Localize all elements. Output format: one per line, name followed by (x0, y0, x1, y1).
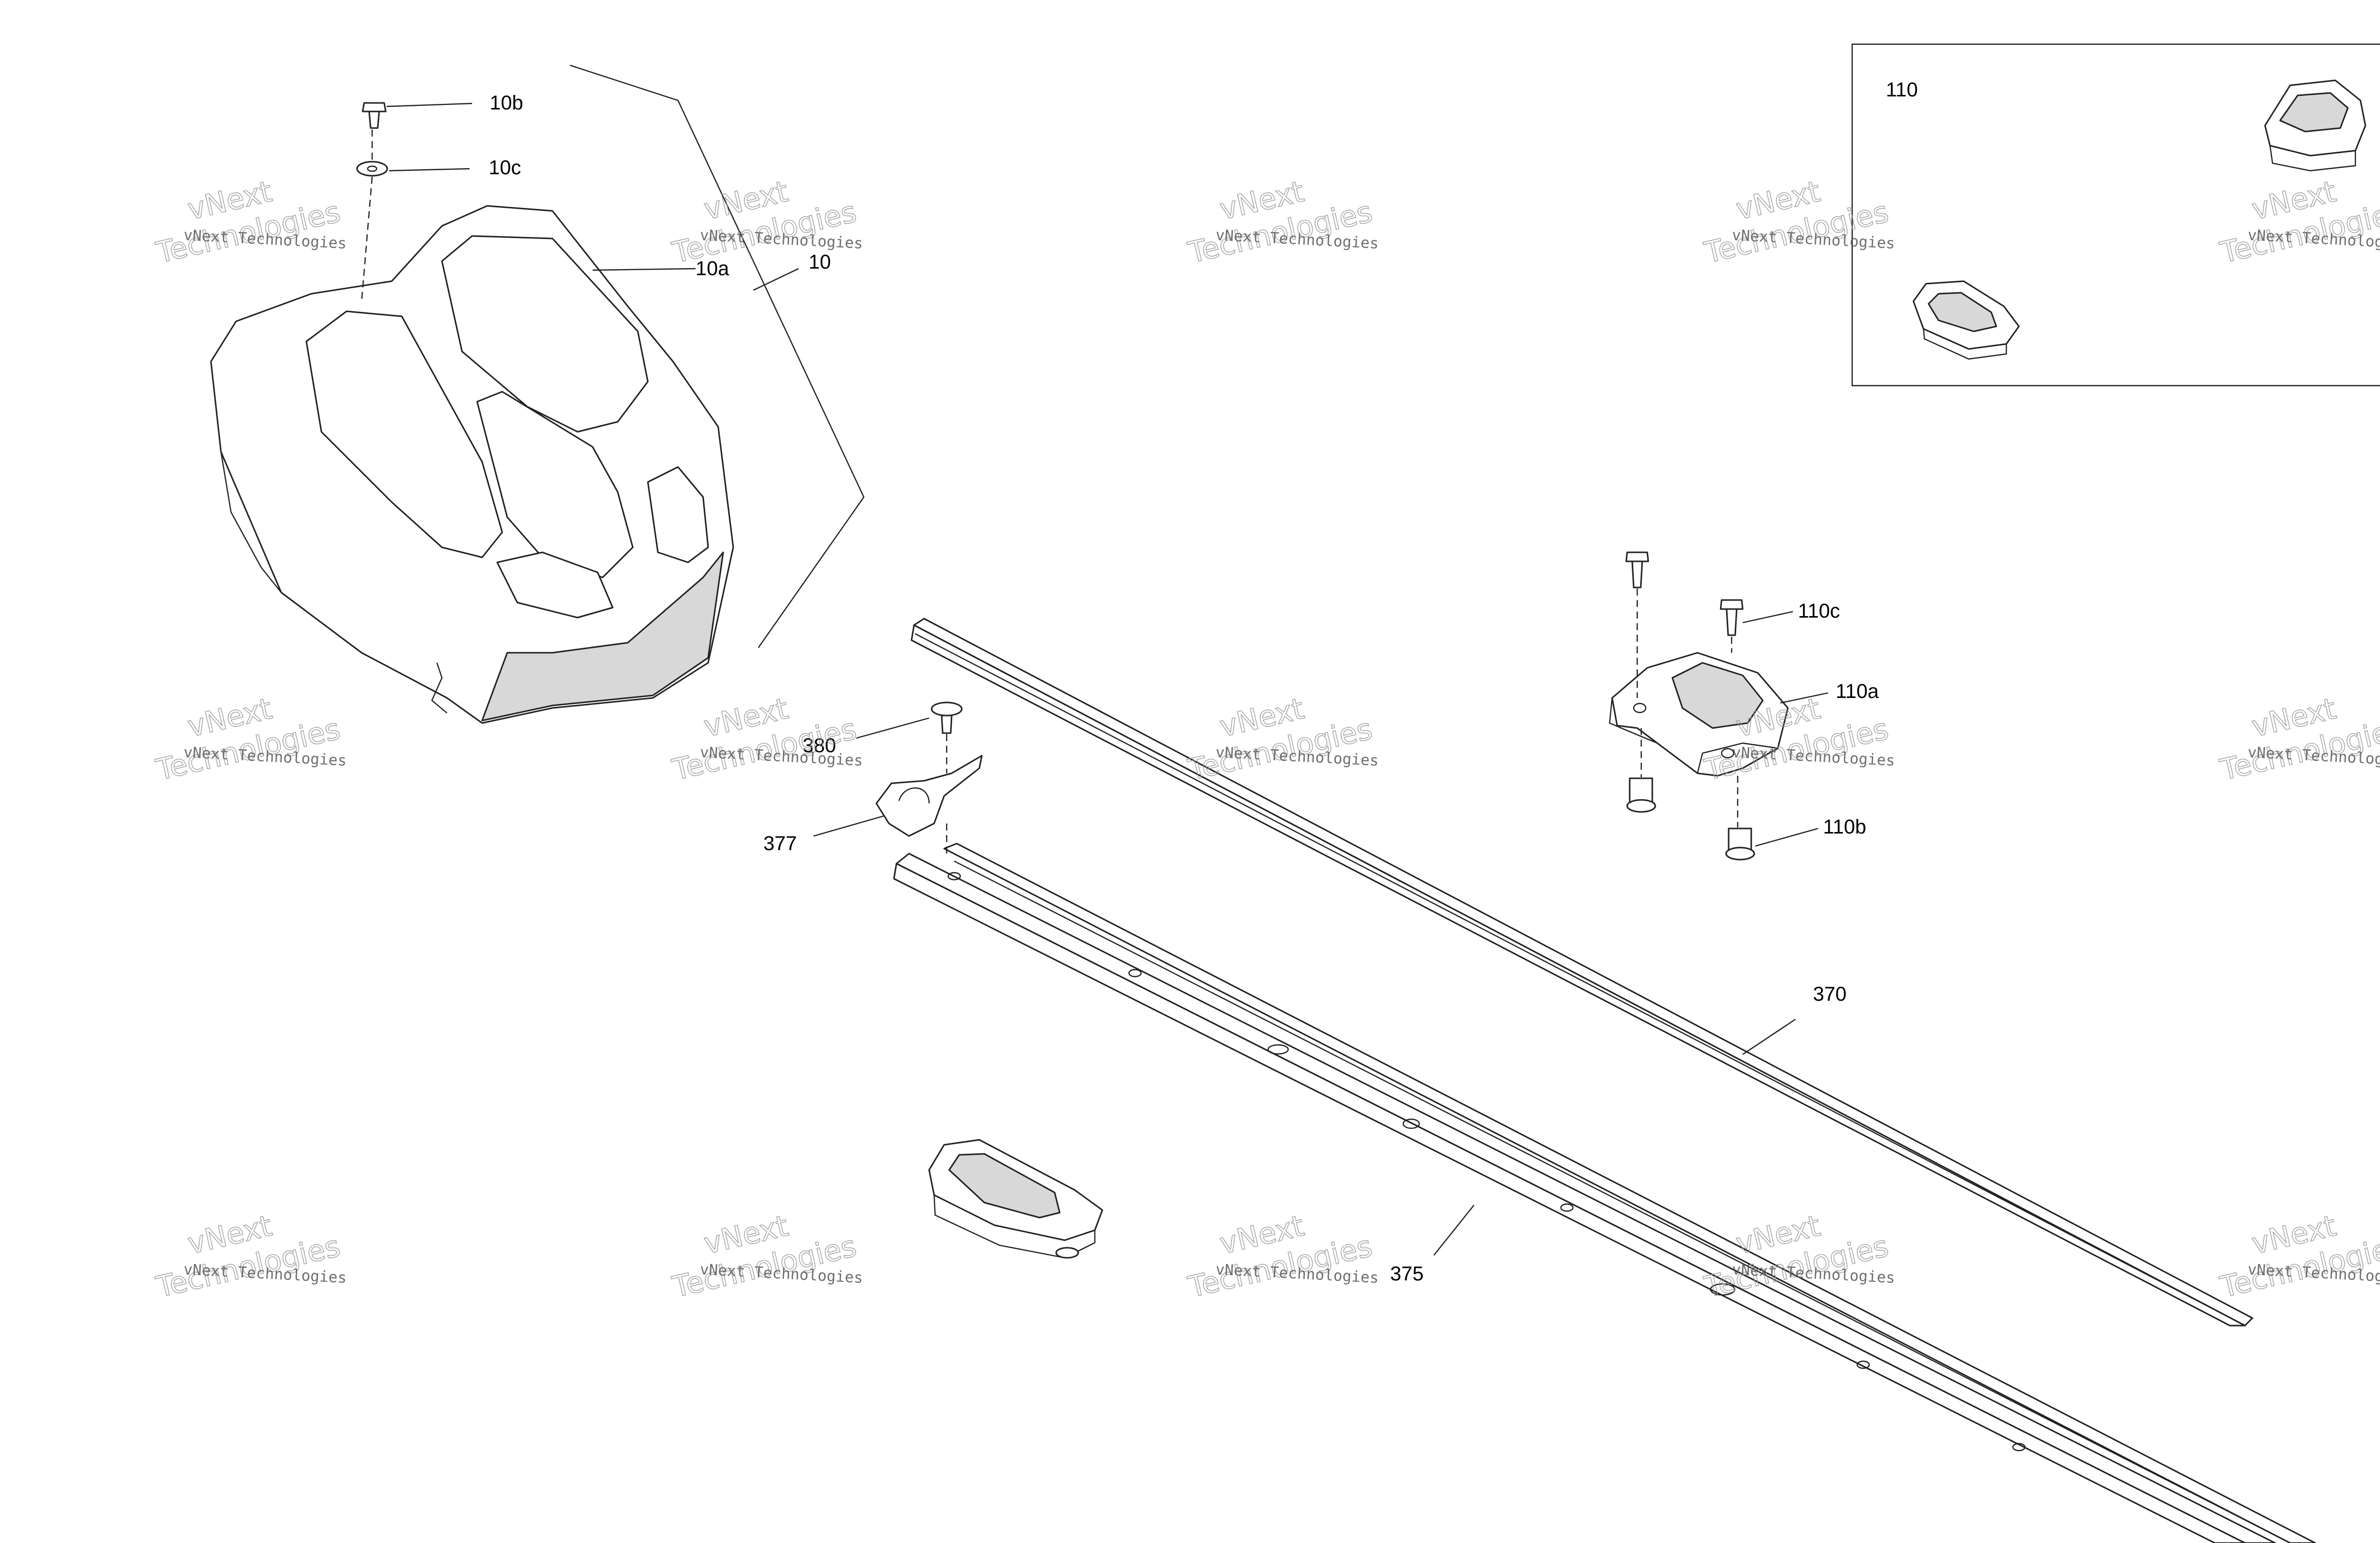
watermark: vNext Technologies (2216, 1208, 2380, 1304)
pad-assembly (210, 205, 734, 724)
screw-110c-left (1625, 551, 1649, 588)
inset-handle-lower (1912, 280, 2020, 360)
fastener-380 (931, 701, 963, 734)
clip-377 (875, 755, 983, 837)
loose-handle (928, 1139, 1103, 1259)
screw-110c-right (1720, 599, 1744, 636)
callout-370: 370 (1813, 983, 1847, 1005)
inset-handle-upper (2264, 79, 2366, 172)
rail-375 (893, 843, 2316, 1543)
callouts: 10b 10c 10a 10 110 110c 110a 110b 380 37… (489, 79, 1918, 1285)
callout-110a: 110a (1836, 680, 1879, 702)
watermark: vNext Technologies (1184, 691, 1376, 787)
callout-110c: 110c (1798, 600, 1840, 622)
rail-370 (911, 618, 2253, 1327)
callout-380: 380 (803, 735, 836, 757)
watermark: vNext Technologies (668, 1208, 860, 1304)
callout-110: 110 (1886, 79, 1918, 101)
callout-375: 375 (1390, 1263, 1424, 1285)
watermark: vNext Technologies (152, 1208, 344, 1304)
callout-377: 377 (763, 833, 797, 855)
callout-10: 10 (809, 251, 831, 273)
callout-10a: 10a (696, 258, 729, 280)
nut-110b-right (1725, 827, 1755, 861)
nut-110b-left (1626, 777, 1656, 813)
watermark: vNext Technologies (152, 174, 344, 270)
watermark: vNext Technologies (2216, 691, 2380, 787)
leaders (386, 102, 1829, 1256)
washer-10c (356, 161, 388, 177)
callout-110b: 110b (1823, 816, 1866, 838)
callout-10c: 10c (489, 157, 521, 179)
watermark: vNext Technologies (152, 691, 344, 787)
handle-110a (1609, 652, 1789, 777)
watermark: vNext Technologies (668, 691, 860, 787)
watermark: vNext Technologies (1701, 174, 1892, 270)
screw-10b (362, 102, 387, 129)
watermark: vNext Technologies (1184, 174, 1376, 270)
callout-10b: 10b (490, 92, 523, 114)
watermark: vNext Technologies (1184, 1208, 1376, 1304)
watermark: vNext Technologies (2216, 174, 2380, 270)
inset-box-110 (1851, 43, 2380, 387)
